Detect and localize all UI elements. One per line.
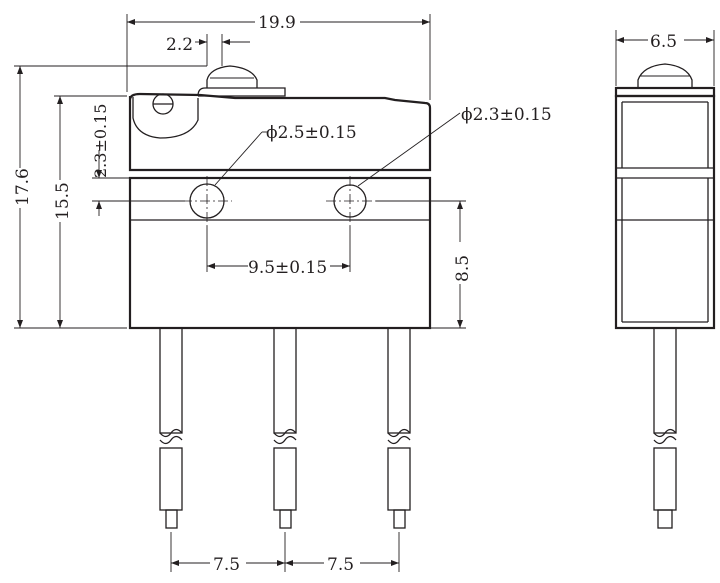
- dim-plunger-width: 2.2: [166, 35, 193, 55]
- dim-hole-to-bottom: 8.5: [453, 255, 473, 282]
- dim-side-width: 6.5: [650, 32, 677, 52]
- dim-pin-pitch-left: 7.5: [213, 555, 240, 575]
- side-view: 6.5: [614, 30, 716, 529]
- side-plunger: [637, 63, 693, 88]
- dim-overall-height: 17.6: [13, 168, 33, 206]
- front-lower-body: [128, 176, 432, 330]
- terminals: [159, 327, 411, 529]
- plunger: [206, 65, 258, 88]
- dim-overall-width: 19.9: [258, 13, 296, 33]
- dim-hole-right-diameter: ϕ2.3±0.15: [461, 105, 552, 125]
- side-terminal: [653, 327, 677, 434]
- lever-housing: [132, 97, 199, 139]
- lever-arm: [197, 87, 286, 97]
- front-dimensions: 19.9 2.2 17.6 15.5 2.3±0.15: [13, 13, 552, 575]
- front-view: [128, 65, 432, 529]
- side-body: [614, 94, 716, 330]
- dim-hole-spacing: 9.5±0.15: [248, 258, 327, 278]
- front-top-body: [128, 92, 432, 172]
- dim-hole-offset: 2.3±0.15: [91, 104, 110, 178]
- dim-hole-left-diameter: ϕ2.5±0.15: [266, 123, 357, 143]
- dim-body-height: 15.5: [53, 182, 73, 220]
- dim-pin-pitch-right: 7.5: [327, 555, 354, 575]
